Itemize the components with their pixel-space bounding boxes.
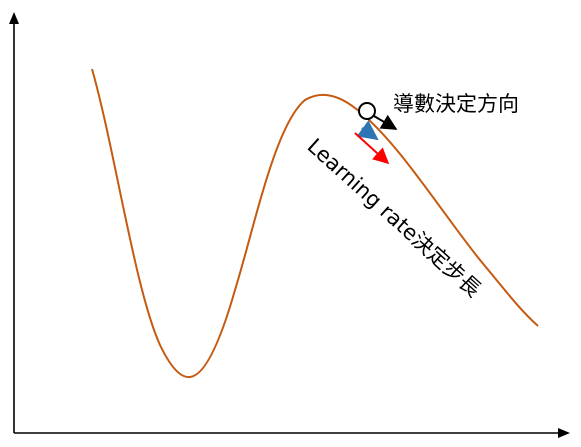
x-axis-arrowhead-icon [558, 428, 570, 438]
current-point-marker [358, 102, 376, 120]
gradient-arrow [356, 120, 379, 141]
learning-rate-label: Learning rate決定步長 [303, 134, 486, 302]
derivative-arrow [373, 114, 398, 130]
step-arrow [354, 132, 390, 165]
loss-curve [91, 68, 539, 379]
y-axis-arrowhead-icon [9, 12, 19, 24]
derivative-direction-label: 導數決定方向 [393, 92, 519, 116]
